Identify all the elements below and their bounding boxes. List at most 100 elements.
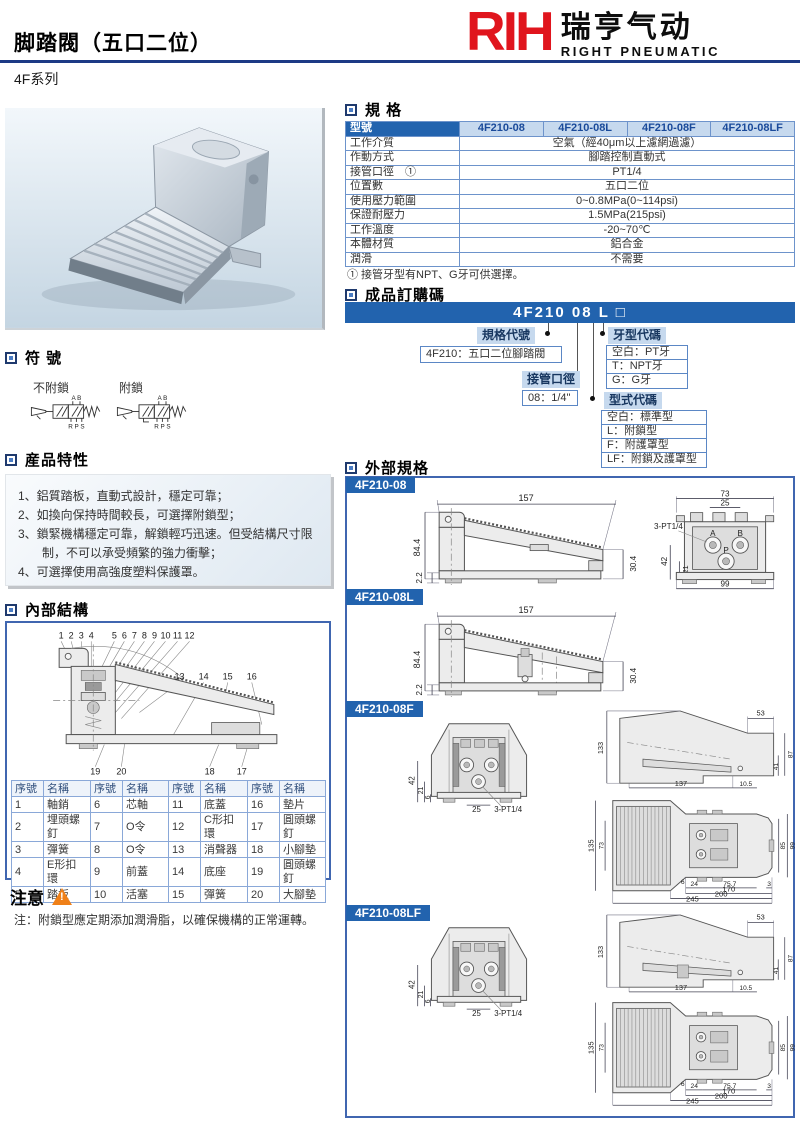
dim: 75.7 [723,1083,736,1090]
spec-label: 保證耐壓力 [345,208,460,224]
title-divider [0,60,800,63]
spec-label: 本體材質 [345,237,460,253]
spec-value: 五口二位 [459,179,795,195]
dim: 133 [596,742,605,754]
callout: 7 [132,630,137,640]
type-options-table: 空白：標準型 L：附鎖型 F：附護罩型 LF：附鎖及護罩型 [601,410,707,468]
dim: 30.4 [629,555,638,571]
dim: 24 [691,881,699,888]
part-no: 15 [168,886,201,903]
connector-line [548,323,549,334]
col-header: 名稱 [200,780,248,797]
notice-header: 注意 [10,884,72,909]
part-no: 20 [247,886,280,903]
features-box: 1、鋁質踏板，直動式設計，穩定可靠； 2、如換向保持時間較長，可選擇附鎖型； 3… [5,474,331,586]
dim: 99 [790,1044,795,1052]
drawing-08LF-side: 133 53 87 41 137 10.5 [596,913,794,993]
part-name: O令 [122,841,169,858]
parts-header-row: 序號名稱 序號名稱 序號名稱 序號名稱 [11,780,326,797]
callout: 10 [160,630,170,640]
callout-numbers: 1 2 3 4 5 6 7 8 9 10 11 12 13 14 15 16 1… [59,630,257,776]
dim: 200 [715,890,728,899]
part-name: 埋頭螺釘 [43,812,91,842]
dim: 3 [767,1083,771,1090]
symbol-ports-top: A B [71,395,81,402]
valve-symbol-locked: A B R P S [116,395,187,431]
spec-table: 型號 4F210-08 4F210-08L 4F210-08F 4F210-08… [345,121,795,267]
type-option: 空白：標準型 [602,411,706,425]
dim: 53 [757,709,765,718]
col-header: 序號 [11,780,44,797]
callout: 19 [90,767,100,777]
callout: 15 [223,671,233,681]
drawing-08-side: 157 84.4 2.2 30.4 [412,493,638,585]
part-no: 17 [247,812,280,842]
thread-option: T：NPT牙 [607,360,687,374]
model-header: 4F210-08 [459,121,544,137]
external-dimensions-box [345,476,795,1118]
model-header: 4F210-08LF [710,121,795,137]
symbol-ports-bottom: R P S [154,424,170,431]
symbol-ports-bottom: R P S [68,424,84,431]
section-square-icon [5,603,17,616]
col-header: 名稱 [43,780,91,797]
dim: 170 [722,1087,735,1096]
callout: 20 [116,767,126,777]
dim: 41 [773,967,780,975]
dim: 6 [681,1081,685,1088]
warning-icon [52,888,72,905]
section-symbol-title: 符 號 [25,350,63,367]
part-no: 8 [90,841,123,858]
spec-row: 本體材質鋁合金 [345,237,795,253]
callout: 11 [173,630,182,640]
dim: 99 [790,842,795,850]
part-no: 18 [247,841,280,858]
model-tag-08: 4F210-08 [346,477,416,493]
dim: 73 [599,842,606,850]
connector-line [593,323,594,399]
model-header: 4F210-08L [542,121,628,137]
spec-row: 工作溫度-20~70℃ [345,222,795,238]
dim: 200 [715,1092,728,1101]
model-tag-08F: 4F210-08F [346,701,423,717]
dim: 10.5 [740,985,753,992]
dim: 21 [682,565,690,573]
dim: 25 [472,1009,481,1017]
dim: 2.2 [415,684,424,696]
section-square-icon [345,103,357,116]
part-no: 11 [168,796,201,813]
port-label: A [710,529,716,538]
section-square-icon [5,351,17,364]
spec-value: 不需要 [459,251,795,267]
dim: 137 [675,779,687,788]
dim: 42 [660,556,669,566]
type-option: F：附護罩型 [602,439,706,453]
section-spec-title: 規 格 [365,102,403,119]
feature-item: 3、鎖緊機構穩定可靠，解鎖輕巧迅速。但受結構尺寸限制，不可以承受頻繁的強力衝擊； [18,527,313,560]
part-name: 圓頭螺釘 [279,857,326,887]
spec-code-label: 規格代號 [477,327,536,344]
dim: 6 [681,879,685,886]
dim: 99 [721,580,731,589]
drawing-08LF-top: 135 73 85 99 6 24 75.7 3 170 200 245 [587,1002,795,1106]
spec-value: 腳踏控制直動式 [459,150,795,166]
dim: 87 [788,954,794,962]
port-label: B [738,529,743,538]
foot-pedal-photo [5,108,322,328]
spec-value: 空氣（經40μm以上濾網過濾） [459,135,795,151]
callout: 12 [185,630,195,640]
thread-option: G：G牙 [612,374,652,386]
section-square-icon [345,461,357,474]
dim: 157 [518,493,533,503]
dim: 2.2 [415,572,424,584]
section-ordering: 成品訂購碼 [345,284,445,305]
part-name: C形扣環 [200,812,248,842]
dim: 170 [722,885,735,894]
type-option: LF：附鎖及護罩型 [607,453,697,465]
spec-value: -20~70℃ [459,222,795,238]
dim: 137 [675,983,687,992]
